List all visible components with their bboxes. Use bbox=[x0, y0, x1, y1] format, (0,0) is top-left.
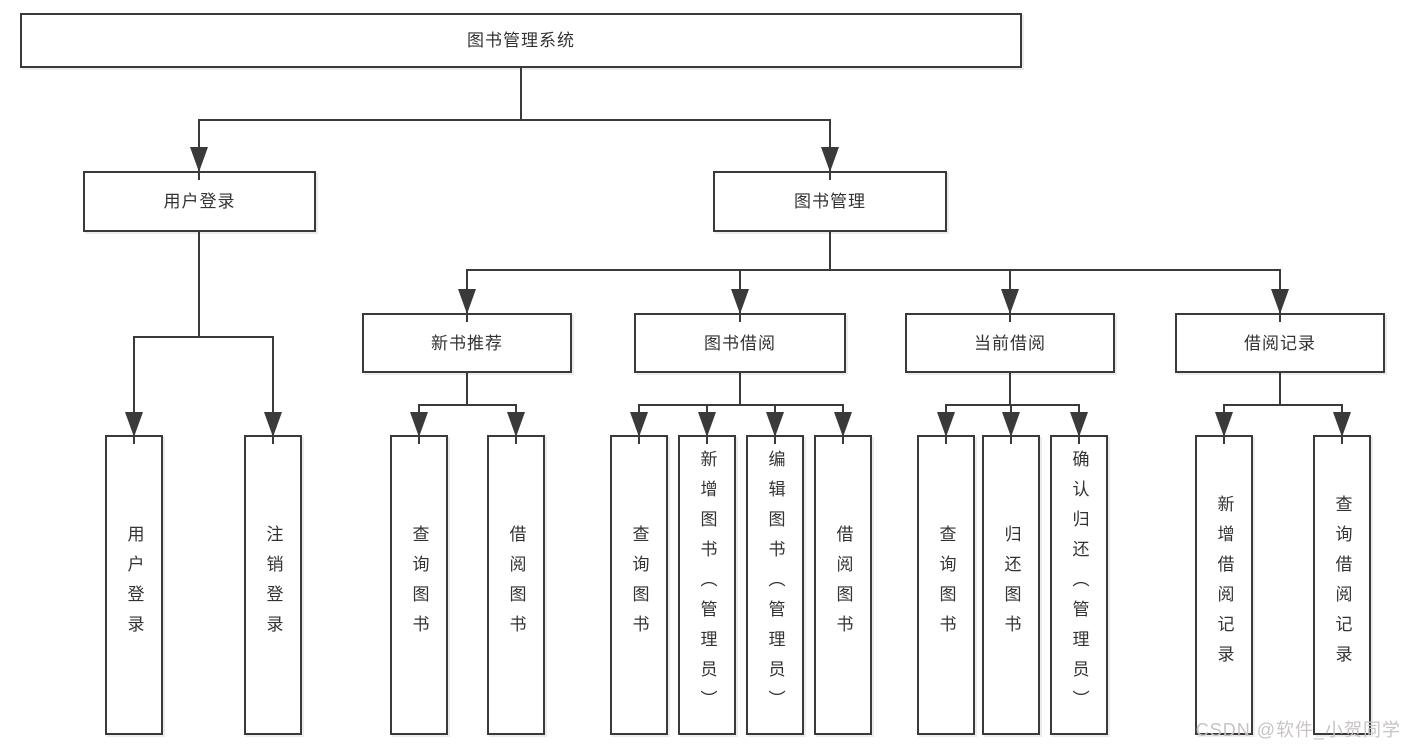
leaf-query-borrow-record: 查询借阅记录 bbox=[1313, 435, 1371, 735]
node-label: 新增借阅记录 bbox=[1214, 495, 1234, 675]
leaf-borrow-books-recommend: 借阅图书 bbox=[487, 435, 545, 735]
leaf-edit-books-admin: 编辑图书（管理员） bbox=[746, 435, 804, 735]
node-label: 查询图书 bbox=[409, 525, 429, 645]
leaf-user-login: 用户登录 bbox=[105, 435, 163, 735]
node-label: 编辑图书（管理员） bbox=[765, 450, 785, 720]
node-label: 图书借阅 bbox=[704, 333, 776, 353]
node-label: 当前借阅 bbox=[974, 333, 1046, 353]
leaf-query-books-borrowing: 查询图书 bbox=[610, 435, 668, 735]
node-label: 查询图书 bbox=[629, 525, 649, 645]
node-label: 查询图书 bbox=[936, 525, 956, 645]
node-label: 图书管理系统 bbox=[467, 31, 575, 50]
node-label: 新增图书（管理员） bbox=[697, 450, 717, 720]
leaf-confirm-return-admin: 确认归还（管理员） bbox=[1050, 435, 1108, 735]
node-label: 借阅图书 bbox=[506, 525, 526, 645]
csdn-watermark: CSDN @软件_小贺同学 bbox=[1195, 720, 1401, 740]
leaf-query-books-current: 查询图书 bbox=[917, 435, 975, 735]
leaf-add-borrow-record: 新增借阅记录 bbox=[1195, 435, 1253, 735]
node-label: 借阅记录 bbox=[1244, 333, 1316, 353]
node-label: 新书推荐 bbox=[431, 333, 503, 353]
node-book-management-group: 图书管理 bbox=[713, 171, 947, 232]
node-label: 归还图书 bbox=[1001, 525, 1021, 645]
node-current-borrowing: 当前借阅 bbox=[905, 313, 1115, 373]
node-new-book-recommend: 新书推荐 bbox=[362, 313, 572, 373]
node-label: 确认归还（管理员） bbox=[1069, 450, 1089, 720]
node-library-management-system: 图书管理系统 bbox=[20, 13, 1022, 68]
leaf-borrow-books: 借阅图书 bbox=[814, 435, 872, 735]
leaf-add-books-admin: 新增图书（管理员） bbox=[678, 435, 736, 735]
node-book-borrowing: 图书借阅 bbox=[634, 313, 846, 373]
leaf-return-books: 归还图书 bbox=[982, 435, 1040, 735]
node-label: 借阅图书 bbox=[833, 525, 853, 645]
node-label: 用户登录 bbox=[163, 192, 236, 211]
node-borrowing-records: 借阅记录 bbox=[1175, 313, 1385, 373]
leaf-query-books-recommend: 查询图书 bbox=[390, 435, 448, 735]
node-user-login-group: 用户登录 bbox=[83, 171, 316, 232]
node-label: 查询借阅记录 bbox=[1332, 495, 1352, 675]
node-label: 图书管理 bbox=[794, 192, 866, 211]
node-label: 注销登录 bbox=[263, 525, 283, 645]
leaf-logout: 注销登录 bbox=[244, 435, 302, 735]
node-label: 用户登录 bbox=[124, 525, 144, 645]
